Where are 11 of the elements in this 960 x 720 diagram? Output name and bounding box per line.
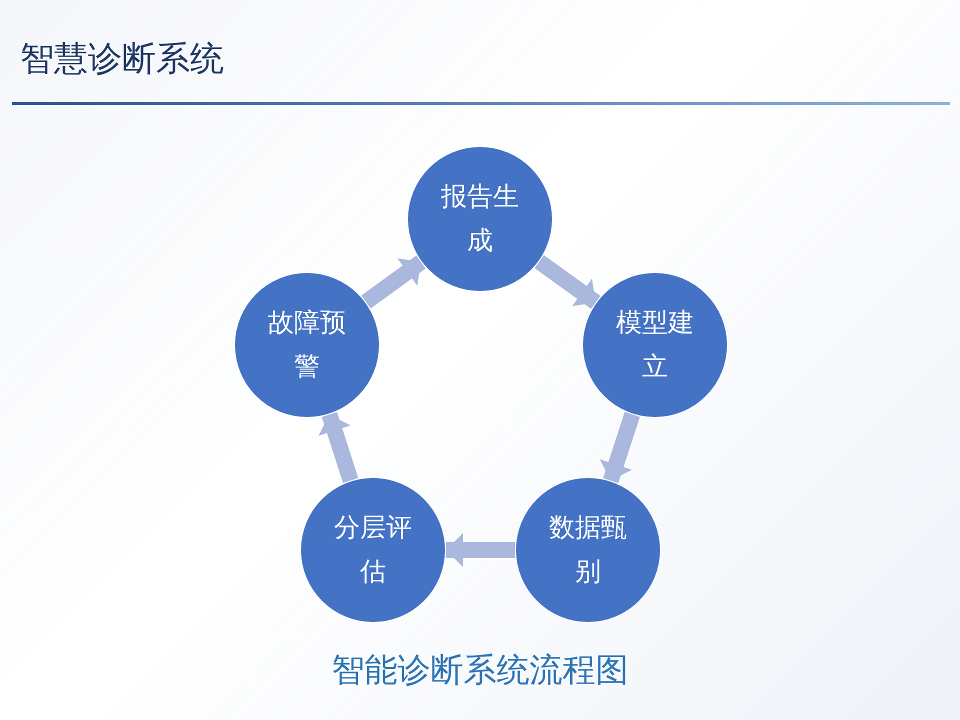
block-arrow [600, 412, 640, 484]
block-arrow [361, 256, 426, 308]
node-label: 数据甄别 [548, 512, 628, 589]
block-arrow [534, 255, 600, 309]
title: 智慧诊断系统 [20, 38, 224, 81]
node-label: 报告生成 [440, 181, 520, 258]
block-arrow [446, 533, 515, 567]
node-label: 模型建立 [615, 307, 695, 384]
node-label: 故障预警 [267, 307, 347, 384]
node-label: 分层评估 [333, 512, 413, 589]
caption: 智能诊断系统流程图 [330, 649, 630, 691]
